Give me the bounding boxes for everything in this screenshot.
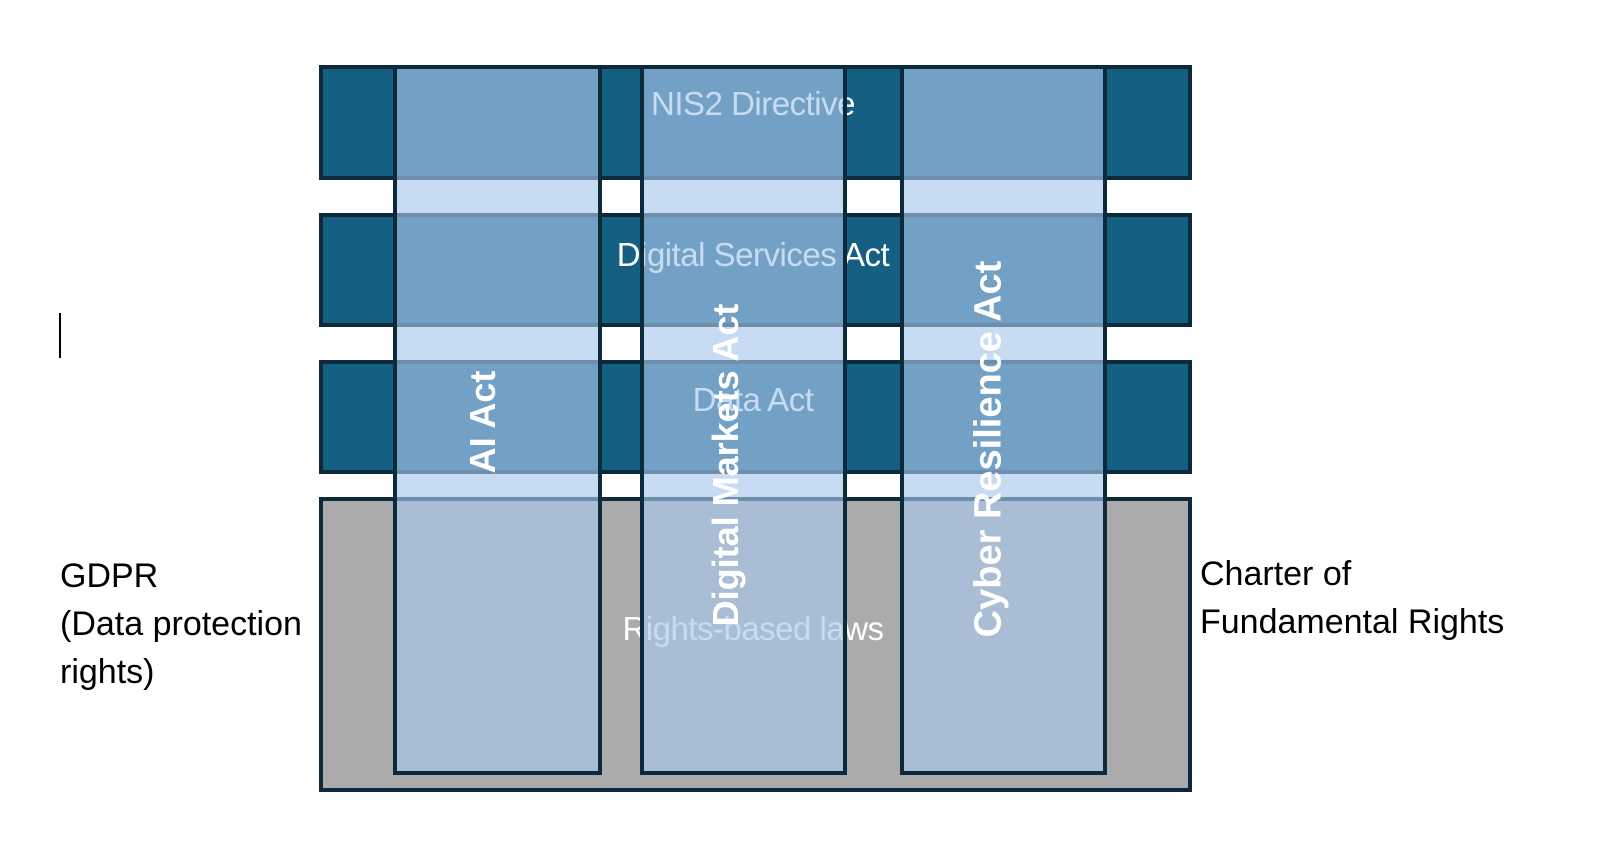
digital-markets-act-bar — [640, 65, 847, 775]
gdpr-annotation-line1: GDPR — [60, 557, 159, 595]
charter-annotation: Charter of Fundamental Rights — [1200, 550, 1504, 646]
charter-annotation-line1: Charter of — [1200, 555, 1352, 593]
ai-act-label: AI Act — [462, 370, 503, 474]
cyber-resilience-act-bar — [900, 65, 1107, 775]
text-cursor[interactable] — [59, 313, 61, 358]
gdpr-annotation-line3: rights) — [60, 653, 155, 691]
digital-markets-act-label: Digital Markets Act — [705, 303, 746, 627]
ai-act-bar — [393, 65, 602, 775]
cyber-resilience-act-label: Cyber Resilience Act — [967, 260, 1010, 638]
gdpr-annotation-line2: (Data protection — [60, 605, 302, 643]
charter-annotation-line2: Fundamental Rights — [1200, 603, 1505, 641]
gdpr-annotation: GDPR (Data protection rights) — [60, 552, 302, 696]
